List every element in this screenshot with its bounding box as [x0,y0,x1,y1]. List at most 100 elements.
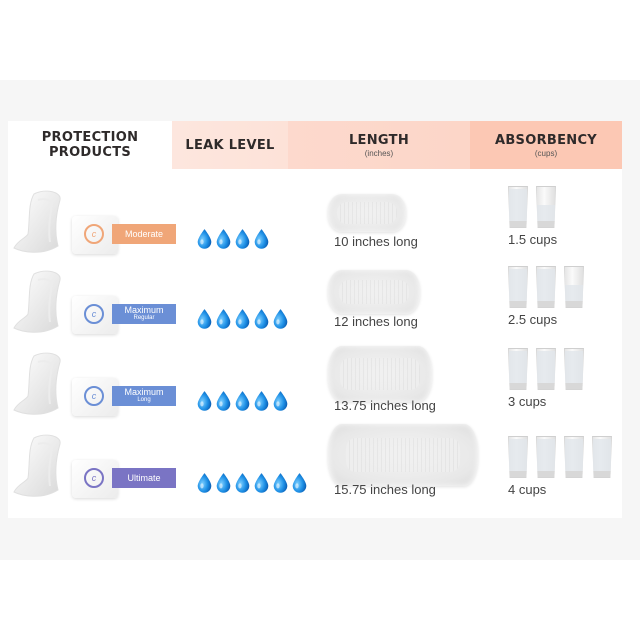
water-drop-icon [272,390,289,411]
absorbency-cell: 4 cups [498,428,628,514]
water-drop-icon [253,390,270,411]
header-leak-label: LEAK LEVEL [185,137,275,153]
absorbency-cell: 1.5 cups [498,184,628,270]
package-image: c [72,460,118,498]
absorbency-text: 2.5 cups [508,312,558,327]
product-name: Ultimate [127,472,161,483]
pad-image [12,352,76,420]
water-drop-icon [253,308,270,329]
water-drop-icon [196,308,213,329]
pad-flat-image [328,270,420,314]
water-drop-icon [196,228,213,249]
water-glass-icon [508,348,528,390]
length-text: 10 inches long [334,234,418,249]
header-absorbency-unit: (cups) [534,148,558,158]
water-glass-icon [536,436,556,478]
water-drop-icon [215,390,232,411]
water-glass-icon [536,186,556,228]
product-cell: c Moderate [8,184,178,270]
pad-flat-image [328,346,432,402]
water-drop-icon [272,472,289,493]
header-protection-products: PROTECTION PRODUCTS [8,121,172,169]
brand-logo-icon: c [84,386,104,406]
package-image: c [72,296,118,334]
product-name: Moderate [124,228,164,239]
package-image: c [72,216,118,254]
package-image: c [72,378,118,416]
water-glass-icon [564,436,584,478]
absorbency-cell: 3 cups [498,346,628,432]
header-length-unit: (inches) [364,148,394,158]
leak-level-drops [196,308,289,329]
water-glass-icon [508,186,528,228]
water-drop-icon [196,472,213,493]
water-glass-icon [564,266,584,308]
water-glass-icon [536,348,556,390]
water-glass-icon [508,436,528,478]
water-drop-icon [234,308,251,329]
length-text: 12 inches long [334,314,418,329]
brand-logo-icon: c [84,224,104,244]
water-glass-icon [536,266,556,308]
water-drop-icon [215,228,232,249]
pad-flat-image [328,424,478,486]
brand-logo-icon: c [84,468,104,488]
product-subname: Regular [133,315,155,321]
water-glass-icon [592,436,612,478]
absorbency-text: 4 cups [508,482,547,497]
length-cell: 15.75 inches long [328,424,498,514]
absorbency-cell: 2.5 cups [498,264,628,350]
pad-image [12,270,76,338]
table-row: c Ultimate 15.75 inches long 4 cups [8,424,622,514]
glasses-group [508,186,556,228]
length-cell: 13.75 inches long [328,346,498,432]
product-label: Ultimate [112,468,176,488]
length-text: 15.75 inches long [334,482,436,497]
header-products-label: PROTECTION PRODUCTS [41,130,139,160]
pad-flat-image [328,194,406,232]
header-absorbency: ABSORBENCY (cups) [470,121,622,169]
product-cell: c Ultimate [8,428,178,514]
brand-logo-icon: c [84,304,104,324]
absorbency-text: 1.5 cups [508,232,558,247]
header-length-label: LENGTH [348,132,410,148]
water-drop-icon [215,472,232,493]
header-leak-level: LEAK LEVEL [172,121,288,169]
header-absorbency-label: ABSORBENCY [494,132,598,148]
glasses-group [508,266,584,308]
water-drop-icon [215,308,232,329]
length-text: 13.75 inches long [334,398,436,413]
water-drop-icon [272,308,289,329]
water-drop-icon [291,472,308,493]
product-label: Moderate [112,224,176,244]
water-glass-icon [508,266,528,308]
water-drop-icon [234,228,251,249]
length-cell: 12 inches long [328,264,498,350]
water-drop-icon [234,472,251,493]
table-row: c Moderate 10 inches long 1.5 cups [8,184,622,270]
water-drop-icon [196,390,213,411]
glasses-group [508,436,612,478]
water-drop-icon [234,390,251,411]
product-subname: Long [137,397,151,403]
water-glass-icon [564,348,584,390]
leak-level-drops [196,390,289,411]
glasses-group [508,348,584,390]
water-drop-icon [253,472,270,493]
header-length: LENGTH (inches) [288,121,470,169]
product-name: Maximum [124,387,164,397]
leak-level-drops [196,472,308,493]
water-drop-icon [253,228,270,249]
length-cell: 10 inches long [328,184,498,270]
absorbency-text: 3 cups [508,394,547,409]
leak-level-drops [196,228,270,249]
product-name: Maximum [124,305,164,315]
pad-image [12,190,76,258]
pad-image [12,434,76,502]
